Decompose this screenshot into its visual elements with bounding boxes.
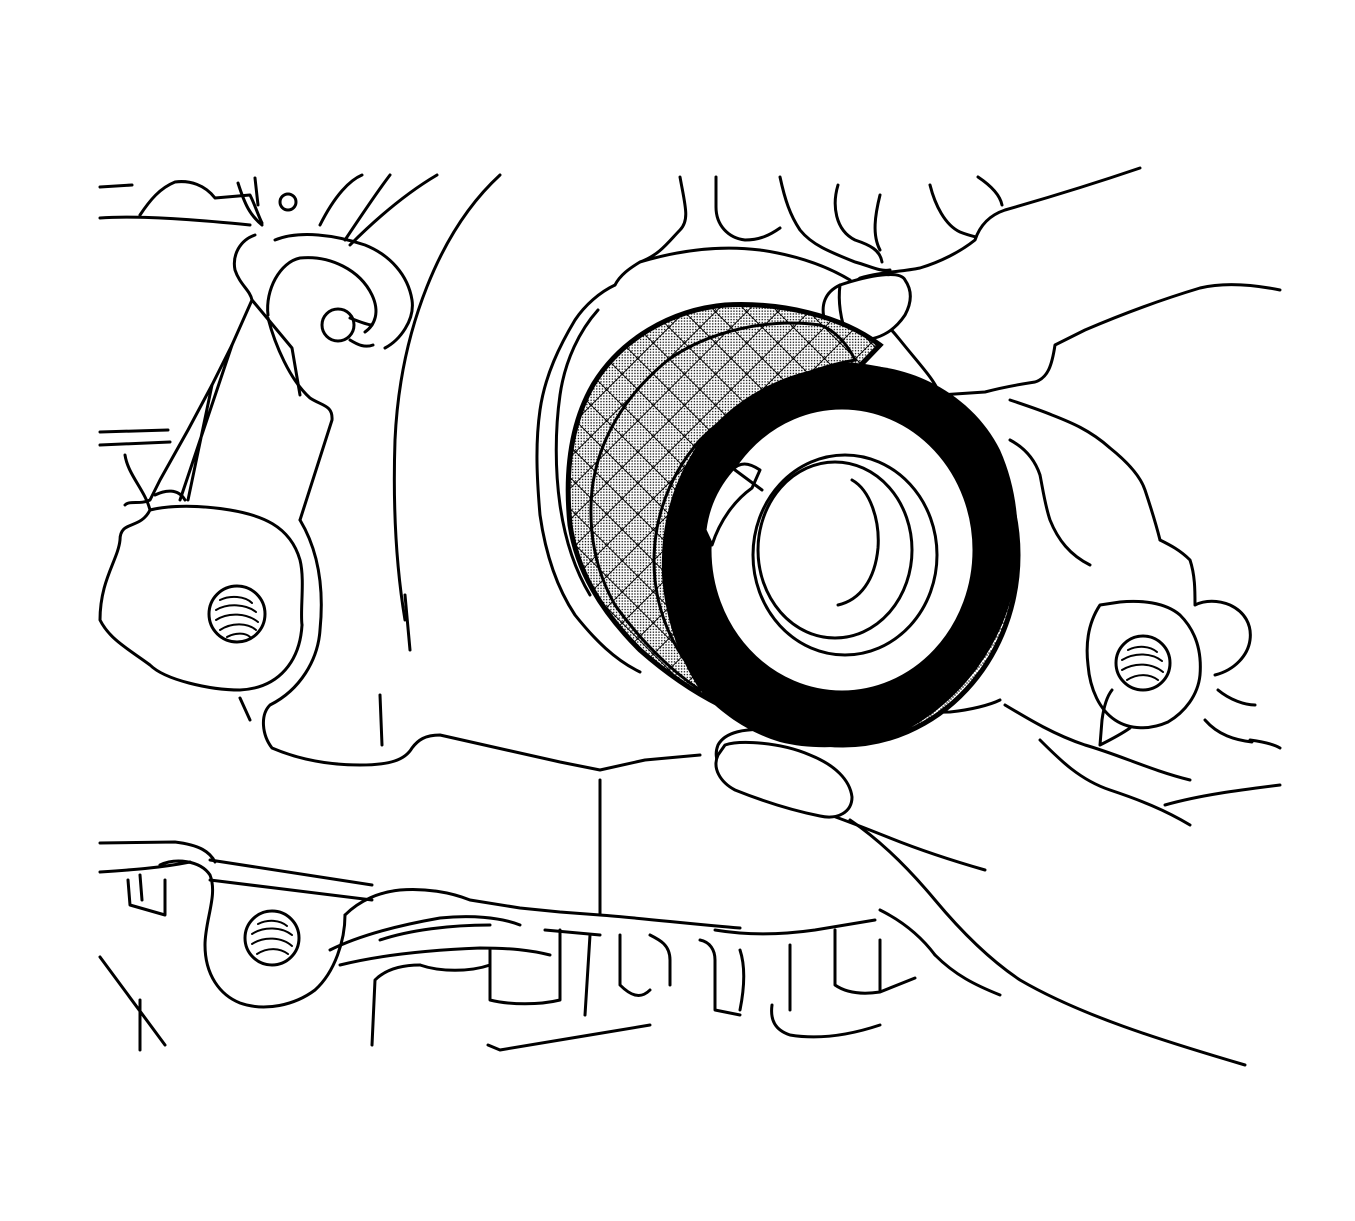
engine-front-cover [98,173,1282,1052]
seal-installer-tool [565,302,1021,748]
